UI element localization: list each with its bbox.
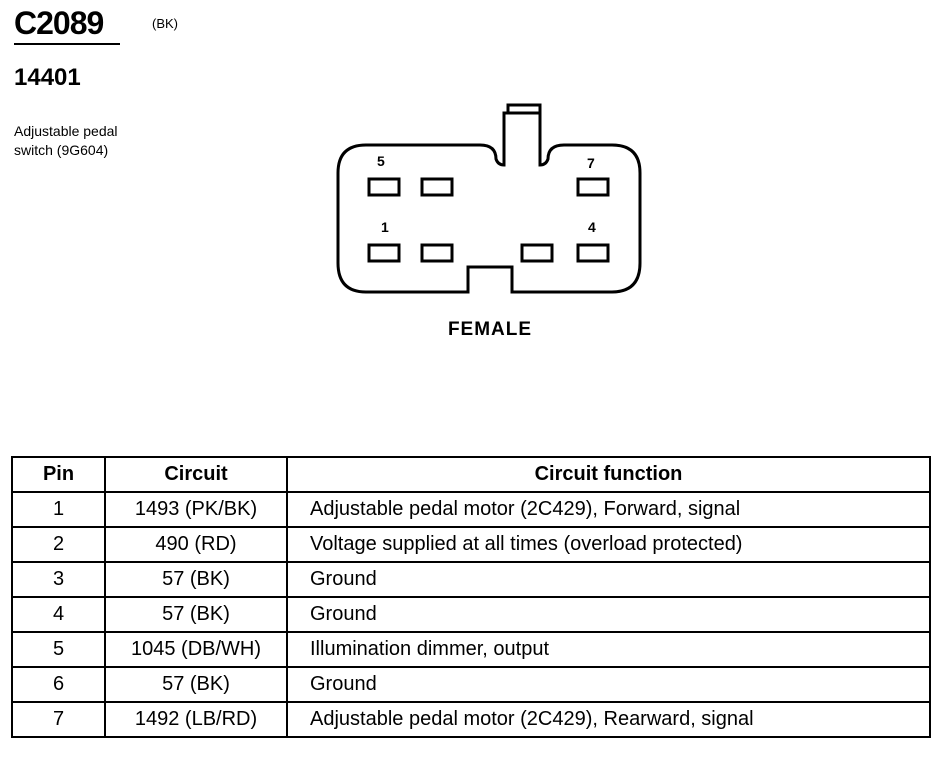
pin-cavity: [520, 243, 554, 263]
circuit-cell: 57 (BK): [104, 596, 288, 633]
circuit-cell: 57 (BK): [104, 561, 288, 598]
table-row: 6 57 (BK) Ground: [11, 666, 931, 703]
pin-cell: 3: [11, 561, 106, 598]
function-cell: Ground: [286, 596, 931, 633]
table-row: 2 490 (RD) Voltage supplied at all times…: [11, 526, 931, 563]
connector-latch-tab: [506, 103, 542, 113]
column-header-function: Circuit function: [286, 456, 931, 493]
component-name-line-2: switch (9G604): [14, 142, 109, 158]
connector-gender-label: FEMALE: [447, 319, 533, 340]
pin-number-label: 1: [381, 219, 389, 235]
function-cell: Illumination dimmer, output: [286, 631, 931, 668]
pin-number-label: 5: [377, 153, 385, 169]
pin-cavity: [576, 243, 610, 263]
circuit-cell: 57 (BK): [104, 666, 288, 703]
pin-cavity: [367, 177, 401, 197]
pin-cavity: [367, 243, 401, 263]
pin-cell: 1: [11, 491, 106, 528]
table-row: 3 57 (BK) Ground: [11, 561, 931, 598]
connector-id: C2089: [14, 5, 104, 41]
pin-cavity: [420, 177, 454, 197]
function-cell: Voltage supplied at all times (overload …: [286, 526, 931, 563]
circuit-cell: 1045 (DB/WH): [104, 631, 288, 668]
pin-cavity: [420, 243, 454, 263]
pin-cell: 5: [11, 631, 106, 668]
circuit-cell: 1492 (LB/RD): [104, 701, 288, 738]
function-cell: Ground: [286, 561, 931, 598]
connector-color-code: (BK): [152, 16, 178, 31]
table-row: 1 1493 (PK/BK) Adjustable pedal motor (2…: [11, 491, 931, 528]
component-name: Adjustable pedal switch (9G604): [14, 122, 184, 160]
pin-number-label: 7: [587, 155, 595, 171]
pin-number-label: 4: [588, 219, 596, 235]
function-cell: Adjustable pedal motor (2C429), Forward,…: [286, 491, 931, 528]
pin-cell: 4: [11, 596, 106, 633]
component-name-line-1: Adjustable pedal: [14, 123, 118, 139]
table-row: 7 1492 (LB/RD) Adjustable pedal motor (2…: [11, 701, 931, 738]
function-cell: Ground: [286, 666, 931, 703]
table-row: 5 1045 (DB/WH) Illumination dimmer, outp…: [11, 631, 931, 668]
circuit-cell: 1493 (PK/BK): [104, 491, 288, 528]
table-header-row: Pin Circuit Circuit function: [11, 456, 931, 493]
title-underline: [14, 43, 120, 45]
table-row: 4 57 (BK) Ground: [11, 596, 931, 633]
pin-cell: 6: [11, 666, 106, 703]
connector-housing-outline: [336, 111, 642, 294]
column-header-pin: Pin: [11, 456, 106, 493]
part-number: 14401: [14, 64, 81, 91]
circuit-cell: 490 (RD): [104, 526, 288, 563]
pin-cell: 2: [11, 526, 106, 563]
pin-cavity: [576, 177, 610, 197]
pinout-table: Pin Circuit Circuit function 1 1493 (PK/…: [11, 456, 931, 738]
pin-cell: 7: [11, 701, 106, 738]
column-header-circuit: Circuit: [104, 456, 288, 493]
connector-face-diagram: 5 7 1 4: [336, 103, 642, 294]
function-cell: Adjustable pedal motor (2C429), Rearward…: [286, 701, 931, 738]
